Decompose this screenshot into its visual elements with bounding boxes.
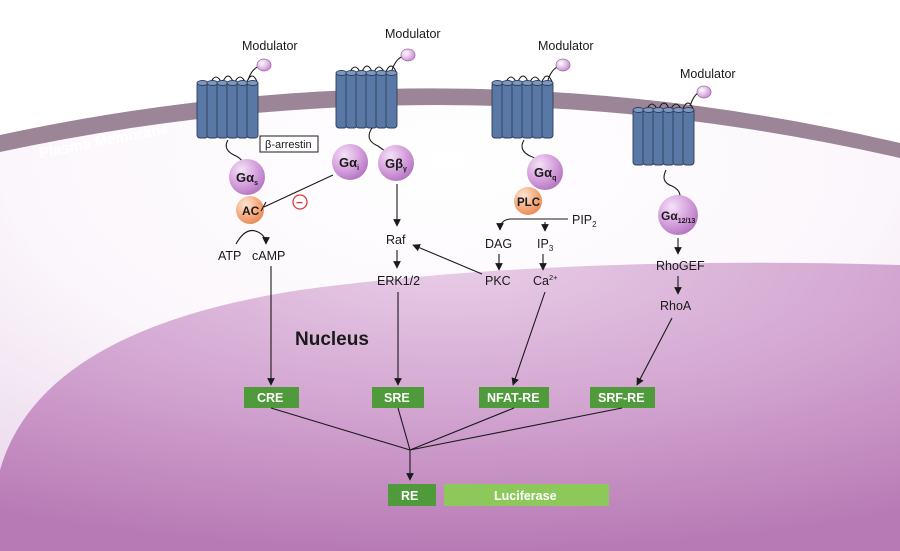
svg-text:Gαi: Gαi [339, 155, 359, 172]
modulator-label: Modulator [538, 39, 594, 53]
ip3-label: IP3 [537, 237, 554, 253]
atp-label: ATP [218, 249, 241, 263]
svg-text:AC: AC [242, 204, 260, 218]
g-alpha-i: Gαi [332, 144, 368, 180]
beta-arrestin-label: β-arrestin [265, 139, 312, 151]
raf-label: Raf [386, 233, 406, 247]
svg-text:Gα12/13: Gα12/13 [661, 209, 695, 225]
svg-text:Gαs: Gαs [236, 170, 258, 187]
svg-text:Luciferase: Luciferase [494, 489, 557, 503]
modulator-g1213: Modulator [680, 67, 736, 107]
pip2-label: PIP2 [572, 213, 597, 229]
g-beta-gamma: Gβγ [378, 145, 414, 181]
srf-re-box: SRF-RE [590, 387, 655, 408]
modulator-label: Modulator [242, 39, 298, 53]
svg-text:SRF-RE: SRF-RE [598, 391, 645, 405]
modulator-label: Modulator [680, 67, 736, 81]
re-box: RE [388, 484, 436, 506]
receptor-gi [335, 65, 398, 129]
svg-text:SRE: SRE [384, 391, 410, 405]
g-alpha-s: Gαs [229, 159, 265, 195]
dag-label: DAG [485, 237, 512, 251]
beta-arrestin-box [259, 135, 319, 153]
inhibition-icon: − [292, 194, 308, 210]
sre-box: SRE [372, 387, 424, 408]
svg-text:NFAT-RE: NFAT-RE [487, 391, 540, 405]
adenylyl-cyclase: AC [236, 196, 264, 224]
nucleus [0, 262, 900, 551]
g-alpha-q: Gαq [527, 154, 563, 190]
pkc-label: PKC [485, 274, 511, 288]
receptor-g1213 [632, 102, 695, 166]
nucleus-label: Nucleus [295, 329, 369, 350]
receptor-gq [491, 75, 554, 139]
svg-text:PLC: PLC [517, 197, 540, 209]
modulator-label: Modulator [385, 27, 441, 41]
svg-text:RE: RE [401, 489, 418, 503]
receptor-gs [196, 75, 259, 139]
svg-text:Gβγ: Gβγ [385, 156, 407, 173]
modulator-gq: Modulator [538, 39, 594, 81]
camp-label: cAMP [252, 249, 285, 263]
luciferase-box: Luciferase [444, 484, 609, 506]
erk-label: ERK1/2 [377, 274, 420, 288]
rhogef-label: RhoGEF [656, 259, 705, 273]
rhoa-label: RhoA [660, 299, 692, 313]
g-alpha-12-13: Gα12/13 [658, 195, 698, 235]
nfat-re-box: NFAT-RE [479, 387, 549, 408]
svg-text:CRE: CRE [257, 391, 283, 405]
plc: PLC [514, 187, 542, 215]
svg-text:−: − [296, 196, 303, 210]
modulator-gs: Modulator [242, 39, 298, 81]
cre-box: CRE [244, 387, 299, 408]
modulator-gi: Modulator [385, 27, 441, 71]
ca-label: Ca2+ [533, 273, 558, 288]
svg-text:Gαq: Gαq [534, 165, 556, 182]
